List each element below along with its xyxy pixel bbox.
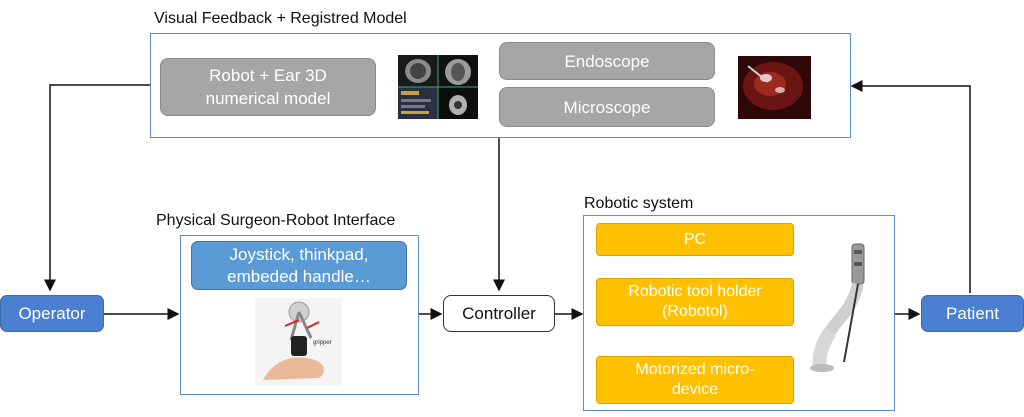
haptic-device-photo-icon: gripper bbox=[255, 298, 342, 386]
patient-node: Patient bbox=[921, 295, 1024, 332]
micro-device-box: Motorized micro- device bbox=[596, 356, 794, 404]
numerical-model-box: Robot + Ear 3D numerical model bbox=[160, 58, 376, 116]
microscope-box: Microscope bbox=[499, 87, 715, 127]
pc-box: PC bbox=[596, 223, 794, 256]
arrow-patient-to-feedback bbox=[850, 80, 971, 293]
ct-scan-image-icon bbox=[398, 55, 478, 119]
controller-node: Controller bbox=[443, 295, 555, 332]
svg-text:gripper: gripper bbox=[313, 340, 332, 346]
endoscope-box: Endoscope bbox=[499, 42, 715, 80]
input-devices-box: Joystick, thinkpad, embeded handle… bbox=[191, 241, 407, 290]
robot-arm-photo-icon bbox=[808, 240, 880, 372]
robotic-system-title: Robotic system bbox=[584, 195, 694, 212]
visual-feedback-title: Visual Feedback + Registred Model bbox=[154, 10, 407, 27]
endoscope-view-image-icon bbox=[738, 56, 811, 119]
arrow-feedback-to-operator bbox=[44, 84, 150, 292]
interface-title: Physical Surgeon-Robot Interface bbox=[156, 212, 396, 229]
operator-node: Operator bbox=[0, 295, 104, 332]
tool-holder-box: Robotic tool holder (Robotol) bbox=[596, 278, 794, 326]
